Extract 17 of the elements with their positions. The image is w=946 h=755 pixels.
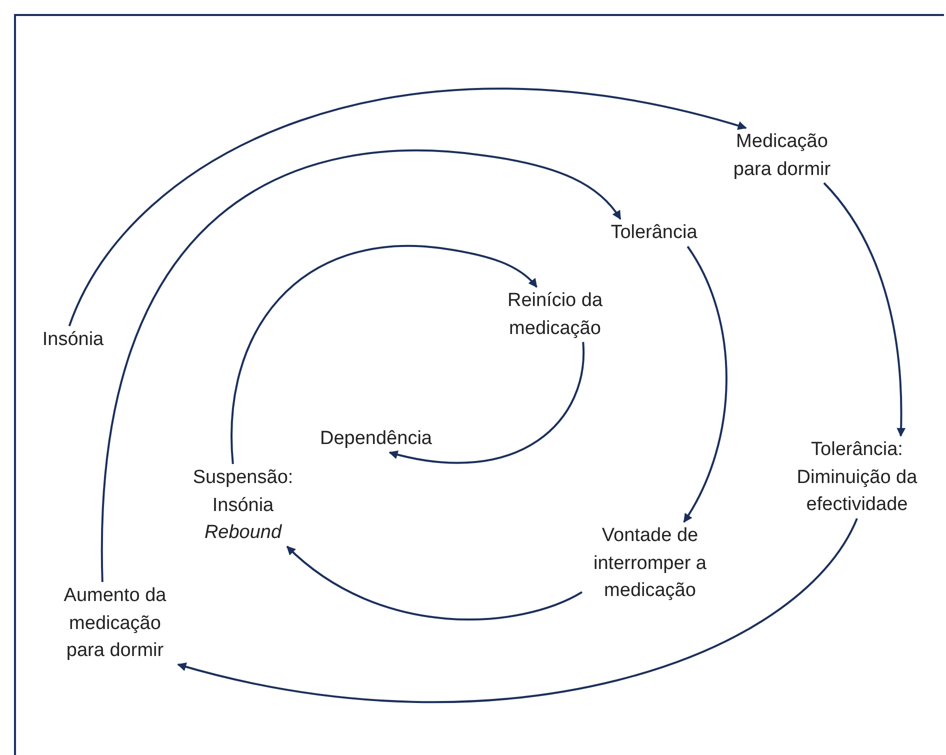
node-label: Reinício da medicação [494, 287, 616, 342]
curved-arrow [177, 518, 858, 703]
curved-arrow [388, 342, 584, 464]
curved-arrow [683, 246, 728, 523]
node-label: Insónia [36, 326, 110, 354]
curved-arrow [823, 182, 906, 437]
node-label: Tolerância: Diminuição da efectividade [784, 436, 930, 518]
node-label: Aumento da medicação para dormir [52, 582, 178, 664]
node-label: Dependência [308, 425, 444, 452]
curved-arrow [68, 88, 747, 326]
node-label: Tolerância [598, 219, 710, 246]
node-label: Suspensão: Insónia Rebound [180, 464, 306, 546]
node-label: Vontade de interromper a medicação [582, 522, 718, 604]
node-label: Medicação para dormir [722, 128, 842, 183]
curved-arrow [101, 150, 622, 582]
curved-arrow [230, 244, 538, 464]
curved-arrow [286, 546, 582, 620]
